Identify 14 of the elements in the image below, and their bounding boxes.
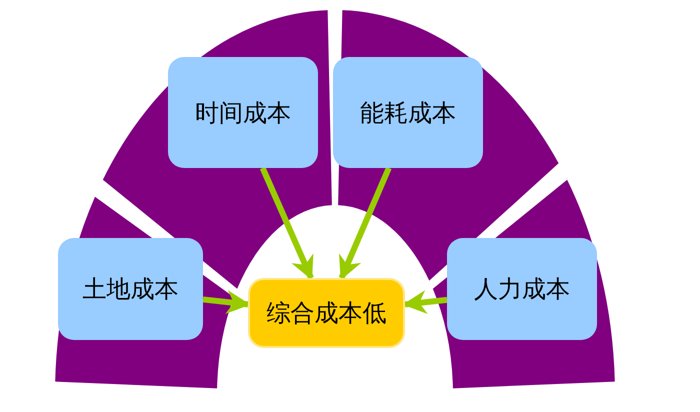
arrow — [260, 166, 314, 280]
cost-box — [168, 57, 318, 168]
box-label: 人力成本 — [474, 274, 570, 305]
result-box — [248, 278, 405, 348]
box-label: 时间成本 — [195, 98, 291, 128]
arrow — [402, 290, 448, 314]
arrow — [202, 290, 250, 314]
box-label: 能耗成本 — [360, 98, 456, 128]
cost-box — [333, 57, 483, 168]
cost-box — [58, 238, 203, 340]
box-label: 土地成本 — [82, 274, 178, 305]
box-label: 综合成本低 — [266, 298, 386, 329]
arrow — [338, 166, 392, 280]
cost-box — [447, 238, 597, 340]
